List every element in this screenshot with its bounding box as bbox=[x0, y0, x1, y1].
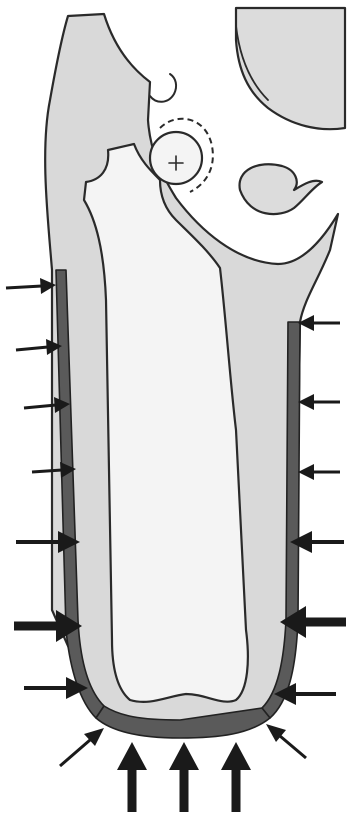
bottom-pressure-arrows bbox=[117, 742, 251, 812]
arrow-right-2 bbox=[298, 394, 340, 410]
obturator-foramen bbox=[240, 164, 322, 214]
arrow-bottom-2 bbox=[169, 742, 199, 812]
arrow-left-1 bbox=[6, 278, 56, 294]
arrow-right-7-oblique bbox=[266, 724, 306, 758]
arrow-left-8-oblique bbox=[60, 728, 104, 766]
arrow-right-3 bbox=[298, 464, 340, 480]
hook-mark bbox=[150, 74, 176, 102]
arrow-bottom-3 bbox=[221, 742, 251, 812]
arrow-bottom-1 bbox=[117, 742, 147, 812]
arrow-right-1 bbox=[298, 315, 340, 331]
pelvis-fragment bbox=[236, 8, 345, 129]
